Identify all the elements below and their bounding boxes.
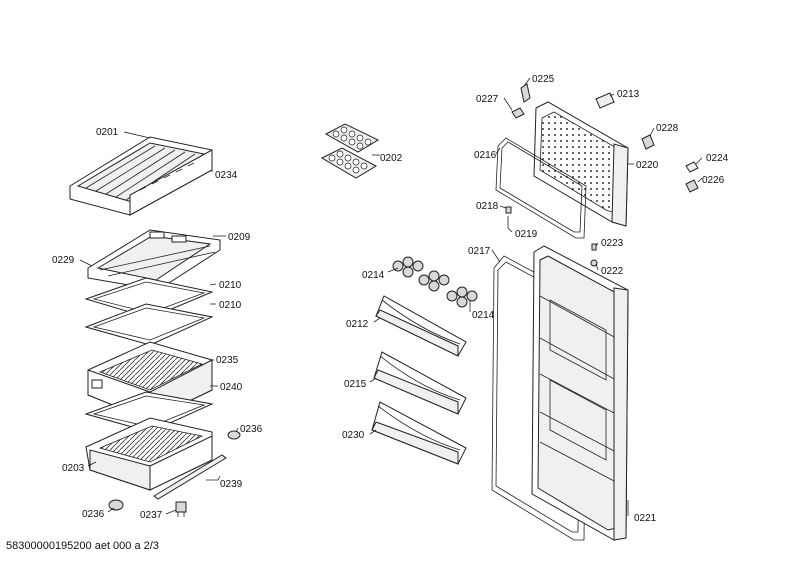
part-0236-foot-upper <box>227 430 241 440</box>
label-0203: 0203 <box>62 463 85 474</box>
label-0222: 0222 <box>601 266 624 277</box>
label-0236-lower: 0236 <box>82 509 105 520</box>
part-0230-balcony <box>371 401 467 465</box>
part-0236-foot-lower <box>108 499 124 511</box>
label-0221: 0221 <box>634 513 657 524</box>
label-0228: 0228 <box>656 123 679 134</box>
label-0236-upper: 0236 <box>240 424 263 435</box>
part-0218-screw <box>505 206 512 214</box>
label-0218: 0218 <box>476 201 499 212</box>
label-0214-right: 0214 <box>472 310 495 321</box>
part-0222-bush <box>590 259 598 267</box>
label-0212: 0212 <box>346 319 369 330</box>
leader-lines <box>79 77 703 516</box>
part-0224-cap <box>685 161 699 173</box>
part-0237-clip <box>175 501 187 517</box>
label-0234: 0234 <box>215 170 238 181</box>
label-0227: 0227 <box>476 94 499 105</box>
label-0201: 0201 <box>96 127 119 138</box>
label-0219: 0219 <box>515 229 538 240</box>
part-0216-gasket <box>495 137 587 239</box>
part-0214-egg-holder-2 <box>418 270 450 292</box>
part-0226-cap <box>685 179 699 193</box>
label-0237: 0237 <box>140 510 163 521</box>
part-0202-egg-tray-lower <box>320 147 378 179</box>
part-0201-tray <box>69 136 213 216</box>
part-0212-balcony <box>375 295 467 357</box>
part-0214-egg-holder-3 <box>446 286 478 308</box>
part-0213-handle <box>595 92 615 109</box>
label-0217: 0217 <box>468 246 491 257</box>
part-0214-egg-holder-1 <box>392 256 424 278</box>
part-0202-egg-tray-upper <box>324 123 380 153</box>
label-0223: 0223 <box>601 238 624 249</box>
label-0220: 0220 <box>636 160 659 171</box>
label-0230: 0230 <box>342 430 365 441</box>
label-0239: 0239 <box>220 479 243 490</box>
part-0220-freezer-door <box>533 101 629 227</box>
part-0227-cap <box>511 107 525 119</box>
part-0203-bin <box>85 417 213 491</box>
label-0216: 0216 <box>474 150 497 161</box>
part-0221-fridge-door <box>531 245 629 541</box>
part-0215-balcony <box>373 351 467 415</box>
document-footer-code: 58300000195200 aet 000 a 2/3 <box>6 540 159 552</box>
label-0210-upper: 0210 <box>219 280 242 291</box>
part-0223-pin <box>591 243 597 251</box>
label-0202: 0202 <box>380 153 403 164</box>
part-0210-shelf-lower <box>84 303 214 346</box>
part-0217-gasket <box>491 255 587 541</box>
label-0226: 0226 <box>702 175 725 186</box>
label-0225: 0225 <box>532 74 555 85</box>
label-0229: 0229 <box>52 255 75 266</box>
label-0240: 0240 <box>220 382 243 393</box>
label-0210-lower: 0210 <box>219 300 242 311</box>
label-0215: 0215 <box>344 379 367 390</box>
label-0224: 0224 <box>706 153 729 164</box>
label-0214-left: 0214 <box>362 270 385 281</box>
part-0209-frame <box>87 229 221 291</box>
part-0225-hinge <box>520 83 531 103</box>
label-0213: 0213 <box>617 89 640 100</box>
part-0240-shelf <box>84 391 214 433</box>
part-labels: 0201 0234 0202 0209 0229 0210 0210 0235 … <box>52 74 729 524</box>
part-0239-rail <box>153 454 227 500</box>
label-0209: 0209 <box>228 232 251 243</box>
label-0235: 0235 <box>216 355 239 366</box>
part-0228-hinge <box>641 134 655 150</box>
